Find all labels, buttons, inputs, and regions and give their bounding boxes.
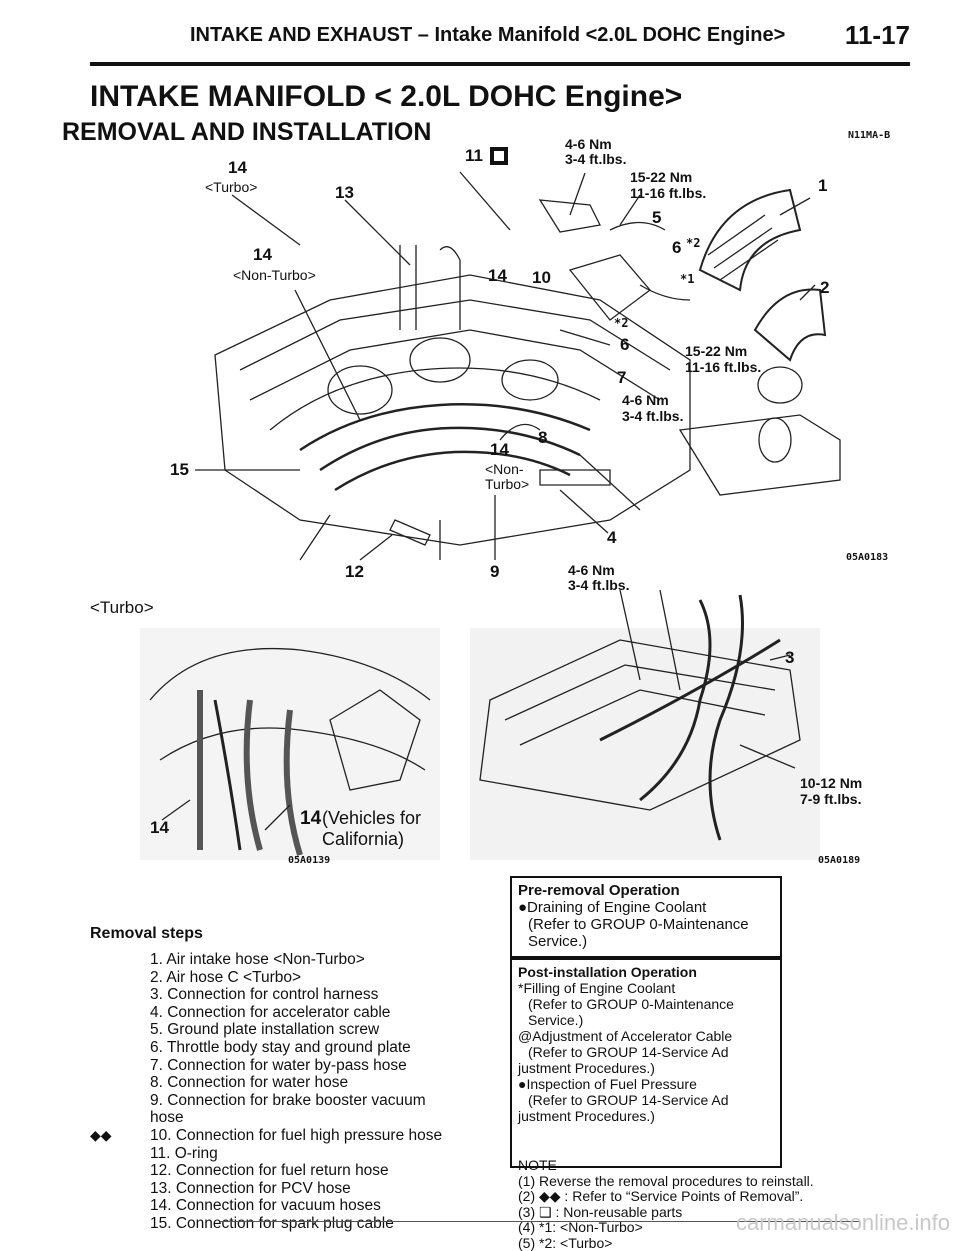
callout-10: 10 xyxy=(532,268,551,288)
removal-step: 5. Ground plate installation screw xyxy=(150,1021,460,1039)
callout-15: 15 xyxy=(170,460,189,480)
torque-mid-nm: 15-22 Nm xyxy=(685,344,747,359)
callout-4: 4 xyxy=(607,528,616,548)
removal-step: 6. Throttle body stay and ground plate xyxy=(150,1039,460,1057)
removal-step: 11. O-ring xyxy=(150,1145,460,1163)
torque-15-22-nm: 15-22 Nm xyxy=(630,170,692,185)
callout-3: 3 xyxy=(785,648,794,668)
callout-11: 11 xyxy=(465,146,483,166)
tag-nonturbo-low: <Non-Turbo> xyxy=(485,462,545,492)
pre-removal-box: Pre-removal Operation ●Draining of Engin… xyxy=(510,876,782,958)
callout-1: 1 xyxy=(818,176,827,196)
callout-13: 13 xyxy=(335,183,354,203)
removal-step: 1. Air intake hose <Non-Turbo> xyxy=(150,951,460,969)
doc-code: N11MA-B xyxy=(848,130,890,141)
callout-6-mid: 6 xyxy=(620,335,629,355)
fig3-torque-bot-nm: 10-12 Nm xyxy=(800,776,862,791)
pre-removal-line: Service.) xyxy=(518,933,774,950)
callout-14-mid: 14 xyxy=(488,266,507,286)
post-install-line: @Adjustment of Accelerator Cable xyxy=(518,1028,774,1044)
section-title: REMOVAL AND INSTALLATION xyxy=(62,118,431,147)
note-line: (2) ◆◆ : Refer to “Service Points of Rem… xyxy=(518,1189,878,1205)
figure2-code: 05A0139 xyxy=(288,855,330,866)
note-line: (5) *2: <Turbo> xyxy=(518,1236,878,1251)
post-install-line: ●Inspection of Fuel Pressure xyxy=(518,1076,774,1092)
removal-step: 3. Connection for control harness xyxy=(150,986,460,1004)
post-install-line: Service.) xyxy=(518,1012,774,1028)
figure3-code: 05A0189 xyxy=(818,855,860,866)
fig2-callout-14: 14 xyxy=(150,818,169,838)
header-rule xyxy=(90,62,910,66)
pre-removal-line: ●Draining of Engine Coolant xyxy=(518,899,774,916)
figure1-code: 05A0183 xyxy=(846,552,888,563)
fig2-callout-14-cal: 14 xyxy=(300,808,321,830)
removal-steps-heading: Removal steps xyxy=(90,925,460,943)
callout-5: 5 xyxy=(652,208,661,228)
callout-14-turbo: 14 xyxy=(228,158,247,178)
post-install-line: (Refer to GROUP 14-Service Ad xyxy=(518,1092,774,1108)
note-line: (1) Reverse the removal procedures to re… xyxy=(518,1174,878,1190)
page-number: 11-17 xyxy=(845,20,910,51)
post-installation-box: Post-installation Operation *Filling of … xyxy=(510,958,782,1168)
watermark: carmanualsonline.info xyxy=(736,1210,950,1236)
fig3-torque-top-ft: 3-4 ft.lbs. xyxy=(568,578,629,593)
removal-step: 12. Connection for fuel return hose xyxy=(150,1162,460,1180)
post-install-line: (Refer to GROUP 14-Service Ad xyxy=(518,1044,774,1060)
post-install-line: justment Procedures.) xyxy=(518,1108,774,1124)
post-install-line: justment Procedures.) xyxy=(518,1060,774,1076)
removal-step: 7. Connection for water by-pass hose xyxy=(150,1057,460,1075)
callout-8: 8 xyxy=(538,428,547,448)
page-header: INTAKE AND EXHAUST – Intake Manifold <2.… xyxy=(90,10,910,60)
torque-8-ft: 3-4 ft.lbs. xyxy=(622,409,683,424)
removal-step: 13. Connection for PCV hose xyxy=(150,1180,460,1198)
tag-turbo: <Turbo> xyxy=(205,180,257,195)
removal-step-10: ◆◆10. Connection for fuel high pressure … xyxy=(150,1127,460,1145)
figure2-tag: <Turbo> xyxy=(90,598,154,618)
removal-step: 9. Connection for brake booster vacuum h… xyxy=(150,1092,460,1127)
callout-12: 12 xyxy=(345,562,364,582)
torque-8-nm: 4-6 Nm xyxy=(622,393,669,408)
page-title: INTAKE MANIFOLD < 2.0L DOHC Engine> xyxy=(90,80,682,114)
removal-steps: Removal steps 1. Air intake hose <Non-Tu… xyxy=(90,925,460,1233)
star2-b: *2 xyxy=(614,316,628,330)
star1: *1 xyxy=(680,272,694,286)
post-install-line: (Refer to GROUP 0-Maintenance xyxy=(518,996,774,1012)
tag-nonturbo: <Non-Turbo> xyxy=(233,268,316,283)
post-install-line: *Filling of Engine Coolant xyxy=(518,980,774,996)
header-title: INTAKE AND EXHAUST – Intake Manifold <2.… xyxy=(190,24,785,47)
callout-14-low: 14 xyxy=(490,440,509,460)
post-installation-heading: Post-installation Operation xyxy=(518,964,774,980)
fig3-torque-bot-ft: 7-9 ft.lbs. xyxy=(800,792,861,807)
removal-step: 8. Connection for water hose xyxy=(150,1074,460,1092)
callout-9: 9 xyxy=(490,562,499,582)
callout-2: 2 xyxy=(820,278,829,298)
pre-removal-heading: Pre-removal Operation xyxy=(518,882,774,899)
callout-7: 7 xyxy=(617,368,626,388)
callout-6-top: 6 xyxy=(672,238,681,258)
star2-a: *2 xyxy=(686,236,700,250)
removal-steps-list: 1. Air intake hose <Non-Turbo> 2. Air ho… xyxy=(90,951,460,1233)
torque-top-ft: 3-4 ft.lbs. xyxy=(565,152,626,167)
note-block: NOTE (1) Reverse the removal procedures … xyxy=(518,1158,878,1251)
torque-11-16-ft: 11-16 ft.lbs. xyxy=(630,186,706,201)
pre-removal-line: (Refer to GROUP 0-Maintenance xyxy=(518,916,774,933)
callout-14-nonturbo: 14 xyxy=(253,245,272,265)
removal-step: 4. Connection for accelerator cable xyxy=(150,1004,460,1022)
page-footer: carmanualsonline.info xyxy=(0,1210,960,1232)
removal-step: 2. Air hose C <Turbo> xyxy=(150,969,460,987)
note-heading: NOTE xyxy=(518,1158,878,1174)
removal-step-text: 10. Connection for fuel high pressure ho… xyxy=(150,1127,442,1144)
service-point-mark: ◆◆ xyxy=(90,1127,112,1145)
fig3-torque-top-nm: 4-6 Nm xyxy=(568,563,615,578)
fig2-california-note: (Vehicles for California) xyxy=(322,808,432,850)
torque-top-nm: 4-6 Nm xyxy=(565,137,612,152)
torque-mid-ft: 11-16 ft.lbs. xyxy=(685,360,761,375)
